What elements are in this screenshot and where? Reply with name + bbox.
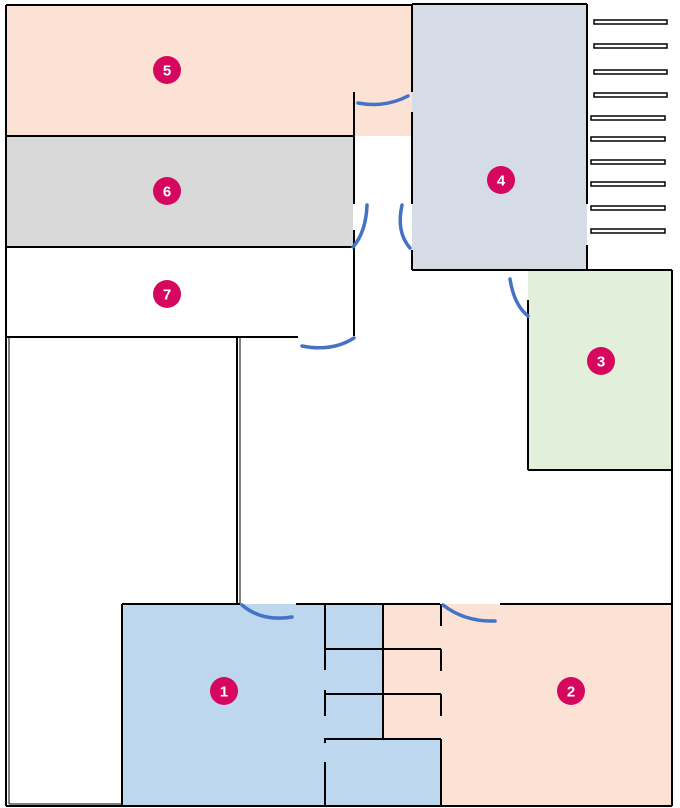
stair-step — [593, 19, 668, 25]
doors — [240, 94, 530, 623]
room-1-marker: 1 — [210, 677, 238, 705]
room-6-marker: 6 — [153, 177, 181, 205]
door-room-3[interactable] — [508, 277, 530, 318]
door-room-4[interactable] — [398, 203, 412, 250]
room-5-area — [7, 5, 412, 136]
room-5-marker: 5 — [153, 56, 181, 84]
door-room-6[interactable] — [351, 203, 369, 249]
room-3-label: 3 — [597, 354, 605, 371]
room-3-marker: 3 — [587, 347, 615, 375]
door-room-2[interactable] — [441, 603, 497, 623]
room-5-label: 5 — [163, 63, 171, 80]
room-2-cutout — [383, 740, 441, 806]
staircase — [590, 19, 668, 234]
stair-step — [590, 115, 666, 121]
room-1-area — [122, 604, 383, 806]
room-2-label: 2 — [567, 684, 575, 701]
stair-step — [593, 43, 668, 49]
stair-step — [590, 159, 666, 165]
stair-step — [590, 205, 666, 211]
door-room-7[interactable] — [300, 336, 356, 350]
door-room-1[interactable] — [240, 603, 294, 620]
room-4-label: 4 — [497, 173, 506, 190]
room-7-marker: 7 — [153, 280, 181, 308]
stair-step — [593, 69, 668, 75]
room-1-label: 1 — [220, 684, 228, 701]
room-7-label: 7 — [163, 287, 171, 304]
stair-step — [590, 228, 666, 234]
walls — [5, 3, 673, 807]
room-markers: 5 6 7 4 3 1 2 — [153, 56, 615, 705]
room-2-marker: 2 — [557, 677, 585, 705]
room-4-area — [412, 5, 587, 270]
door-room-5[interactable] — [356, 94, 410, 107]
room-6-label: 6 — [163, 184, 171, 201]
stair-step — [590, 181, 666, 187]
room-4-marker: 4 — [487, 166, 515, 194]
stair-step — [590, 136, 666, 142]
stair-step — [593, 92, 668, 98]
